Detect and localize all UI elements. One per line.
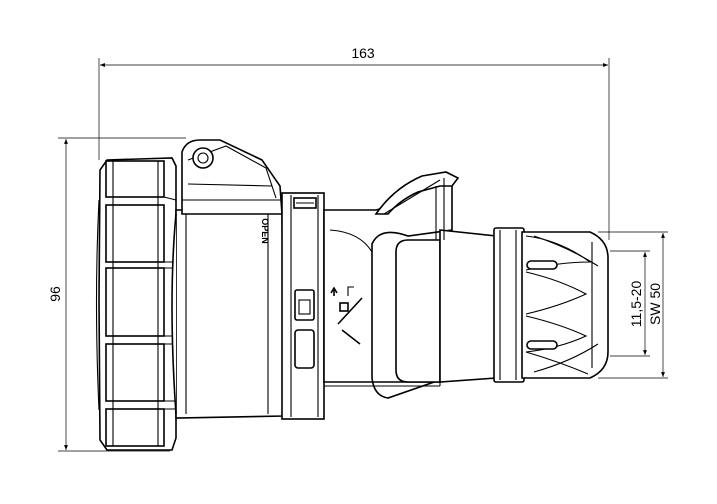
hinged-lid [181, 139, 283, 215]
length-value: 163 [351, 45, 375, 61]
release-tool-icon [330, 286, 363, 345]
cable-gland [493, 227, 609, 383]
socket-housing: OPEN [171, 209, 285, 419]
status-window [294, 289, 315, 321]
length-dimension: 163 [98, 45, 610, 240]
open-marking: OPEN [260, 218, 270, 244]
gland-dimensions: 11,5-20 SW 50 [598, 231, 668, 379]
cable-range-value: 11,5-20 [628, 281, 644, 328]
body-neck [323, 171, 460, 399]
coupling-nut [95, 157, 177, 451]
wrench-size-value: SW 50 [647, 283, 663, 325]
height-value: 96 [47, 286, 63, 302]
locking-ring [281, 192, 325, 420]
height-dimension: 96 [47, 137, 186, 452]
